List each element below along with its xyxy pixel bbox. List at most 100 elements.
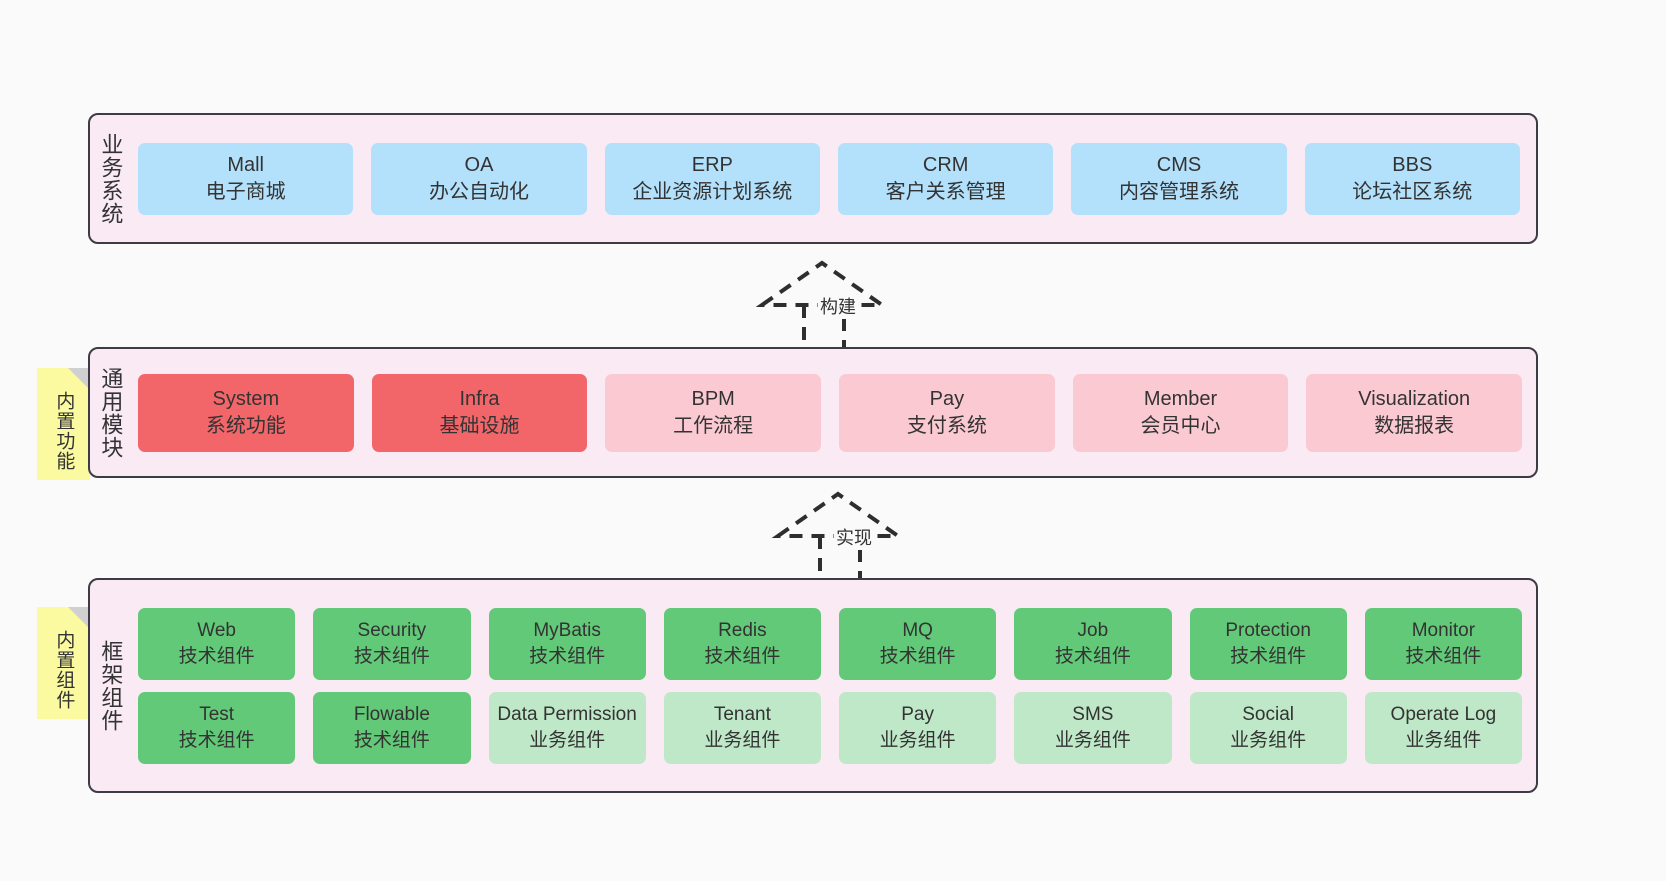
card-member-title: Member	[1143, 388, 1218, 411]
card-bpm-title: BPM	[691, 388, 735, 411]
card-tenant[interactable]: Tenant 业务组件	[663, 691, 821, 764]
card-mall-title: Mall	[227, 154, 264, 177]
card-data-permission-subtitle: 业务组件	[529, 729, 606, 751]
card-data-permission-title: Data Permission	[497, 704, 637, 726]
card-bbs-subtitle: 论坛社区系统	[1352, 180, 1473, 203]
card-crm-title: CRM	[922, 154, 969, 177]
card-flowable-subtitle: 技术组件	[353, 729, 430, 751]
card-protection-subtitle: 技术组件	[1230, 645, 1307, 667]
card-security-subtitle: 技术组件	[353, 645, 430, 667]
card-sms-title: SMS	[1072, 704, 1114, 726]
card-redis[interactable]: Redis 技术组件	[663, 607, 821, 680]
card-cms[interactable]: CMS 内容管理系统	[1071, 142, 1287, 215]
layer-common-modules-body: System 系统功能 Infra 基础设施 BPM 工作流程 Pay 支付系统…	[130, 349, 1536, 476]
layer-framework-components-label: 框架组件	[98, 639, 124, 732]
layer-business-systems: 业务系统 Mall 电子商城 OA 办公自动化 ERP 企业资源计划系统 CRM…	[88, 113, 1538, 244]
card-bpm[interactable]: BPM 工作流程	[605, 373, 822, 452]
card-job-title: Job	[1077, 620, 1109, 642]
card-monitor-title: Monitor	[1411, 620, 1476, 642]
card-web-subtitle: 技术组件	[178, 645, 255, 667]
card-bbs-title: BBS	[1392, 154, 1433, 177]
framework-tech-card-row: Web 技术组件 Security 技术组件 MyBatis 技术组件 Redi…	[138, 607, 1522, 680]
layer-common-modules: 通用模块 System 系统功能 Infra 基础设施 BPM 工作流程 Pay…	[88, 347, 1538, 478]
card-protection[interactable]: Protection 技术组件	[1189, 607, 1347, 680]
card-mq-title: MQ	[902, 620, 933, 642]
card-oa-title: OA	[464, 154, 494, 177]
connector-implement-label: 实现	[834, 524, 874, 550]
card-crm-subtitle: 客户关系管理	[885, 180, 1006, 203]
card-social[interactable]: Social 业务组件	[1189, 691, 1347, 764]
card-sms-subtitle: 业务组件	[1054, 729, 1131, 751]
card-redis-title: Redis	[718, 620, 767, 642]
sticky-note-builtin-features: 内置功能	[37, 368, 90, 480]
sticky-note-builtin-components: 内置组件	[37, 607, 90, 719]
card-mall-subtitle: 电子商城	[205, 180, 286, 203]
card-bbs[interactable]: BBS 论坛社区系统	[1304, 142, 1520, 215]
common-card-row: System 系统功能 Infra 基础设施 BPM 工作流程 Pay 支付系统…	[138, 373, 1523, 452]
card-mq-subtitle: 技术组件	[879, 645, 956, 667]
card-security[interactable]: Security 技术组件	[313, 607, 471, 680]
card-pay-component[interactable]: Pay 业务组件	[839, 691, 997, 764]
card-visualization-title: Visualization	[1358, 388, 1471, 411]
card-sms[interactable]: SMS 业务组件	[1014, 691, 1172, 764]
card-erp[interactable]: ERP 企业资源计划系统	[604, 142, 820, 215]
card-system[interactable]: System 系统功能	[138, 373, 354, 452]
layer-framework-components-body: Web 技术组件 Security 技术组件 MyBatis 技术组件 Redi…	[130, 580, 1536, 791]
card-visualization-subtitle: 数据报表	[1374, 414, 1455, 437]
business-card-row: Mall 电子商城 OA 办公自动化 ERP 企业资源计划系统 CRM 客户关系…	[138, 142, 1520, 215]
card-member[interactable]: Member 会员中心	[1072, 373, 1289, 452]
card-test-subtitle: 技术组件	[178, 729, 255, 751]
layer-business-systems-body: Mall 电子商城 OA 办公自动化 ERP 企业资源计划系统 CRM 客户关系…	[130, 115, 1536, 242]
card-system-subtitle: 系统功能	[205, 414, 286, 437]
card-bpm-subtitle: 工作流程	[673, 414, 754, 437]
card-crm[interactable]: CRM 客户关系管理	[837, 142, 1054, 215]
card-mall[interactable]: Mall 电子商城	[138, 142, 354, 215]
card-cms-subtitle: 内容管理系统	[1118, 180, 1239, 203]
card-mybatis[interactable]: MyBatis 技术组件	[488, 607, 646, 680]
card-social-subtitle: 业务组件	[1230, 729, 1307, 751]
card-system-title: System	[212, 388, 280, 411]
card-visualization[interactable]: Visualization 数据报表	[1306, 373, 1523, 452]
card-social-title: Social	[1242, 704, 1294, 726]
card-operate-log[interactable]: Operate Log 业务组件	[1364, 691, 1522, 764]
card-infra[interactable]: Infra 基础设施	[371, 373, 588, 452]
card-pay-module[interactable]: Pay 支付系统	[839, 373, 1055, 452]
card-cms-title: CMS	[1156, 154, 1202, 177]
card-test[interactable]: Test 技术组件	[138, 691, 296, 764]
connector-build-arrow: 构建	[752, 257, 912, 357]
card-tenant-title: Tenant	[713, 704, 771, 726]
card-monitor-subtitle: 技术组件	[1405, 645, 1482, 667]
card-redis-subtitle: 技术组件	[704, 645, 781, 667]
card-infra-subtitle: 基础设施	[439, 414, 520, 437]
card-flowable-title: Flowable	[353, 704, 430, 726]
card-job-subtitle: 技术组件	[1054, 645, 1131, 667]
card-job[interactable]: Job 技术组件	[1014, 607, 1172, 680]
card-erp-subtitle: 企业资源计划系统	[632, 180, 793, 203]
card-data-permission[interactable]: Data Permission 业务组件	[488, 691, 646, 764]
layer-common-modules-label: 通用模块	[98, 366, 124, 459]
card-operate-log-subtitle: 业务组件	[1405, 729, 1482, 751]
card-mybatis-title: MyBatis	[533, 620, 601, 642]
card-tenant-subtitle: 业务组件	[704, 729, 781, 751]
card-oa[interactable]: OA 办公自动化	[371, 142, 587, 215]
card-web[interactable]: Web 技术组件	[138, 607, 296, 680]
card-protection-title: Protection	[1225, 620, 1311, 642]
card-mybatis-subtitle: 技术组件	[529, 645, 606, 667]
card-member-subtitle: 会员中心	[1140, 414, 1221, 437]
card-oa-subtitle: 办公自动化	[428, 180, 529, 203]
card-flowable[interactable]: Flowable 技术组件	[313, 691, 471, 764]
framework-business-card-row: Test 技术组件 Flowable 技术组件 Data Permission …	[138, 691, 1522, 764]
card-test-title: Test	[199, 704, 235, 726]
card-pay-component-title: Pay	[901, 704, 934, 726]
card-pay-module-subtitle: 支付系统	[906, 414, 987, 437]
layer-framework-components: 框架组件 Web 技术组件 Security 技术组件 MyBatis 技术组件…	[88, 578, 1538, 793]
card-web-title: Web	[197, 620, 236, 642]
card-pay-module-title: Pay	[929, 388, 965, 411]
card-operate-log-title: Operate Log	[1390, 704, 1497, 726]
connector-build-label: 构建	[818, 293, 858, 319]
layer-business-systems-label: 业务系统	[98, 132, 124, 225]
card-monitor[interactable]: Monitor 技术组件	[1364, 607, 1522, 680]
connector-implement-arrow: 实现	[768, 488, 928, 588]
card-erp-title: ERP	[691, 154, 733, 177]
card-mq[interactable]: MQ 技术组件	[839, 607, 997, 680]
